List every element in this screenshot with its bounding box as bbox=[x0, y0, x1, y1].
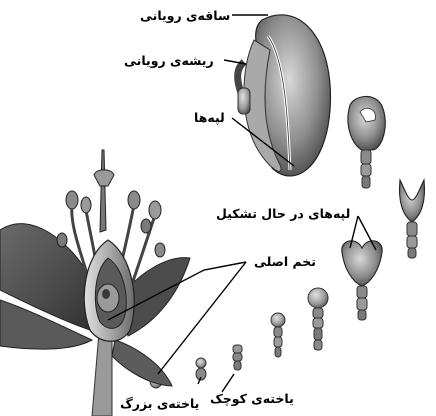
leader-lines bbox=[108, 15, 376, 392]
label-cotyledons: لپه‌ها bbox=[194, 110, 225, 126]
label-root: ریشه‌ی رویانی bbox=[124, 53, 214, 69]
heart-stage-embryo bbox=[342, 241, 382, 320]
label-large-cell: یاخته‌ی بزرگ bbox=[120, 396, 199, 412]
two-cell-stage bbox=[196, 358, 206, 380]
early-torpedo-embryo bbox=[400, 180, 425, 258]
proembryo-cells bbox=[233, 345, 242, 370]
mature-embryo bbox=[238, 15, 331, 176]
label-zygote: تخم اصلی bbox=[254, 254, 316, 270]
flower-cross-section bbox=[0, 150, 190, 416]
label-shoot: ساقه‌ی رویانی bbox=[140, 8, 230, 24]
globular-embryo-small bbox=[271, 313, 285, 357]
torpedo-stage-embryo bbox=[348, 96, 385, 188]
label-small-cell: یاخته‌ی کوچک bbox=[210, 391, 294, 407]
globular-embryo-large bbox=[308, 288, 328, 350]
label-forming-cotyledons: لپه‌های در حال تشکیل bbox=[216, 206, 350, 222]
